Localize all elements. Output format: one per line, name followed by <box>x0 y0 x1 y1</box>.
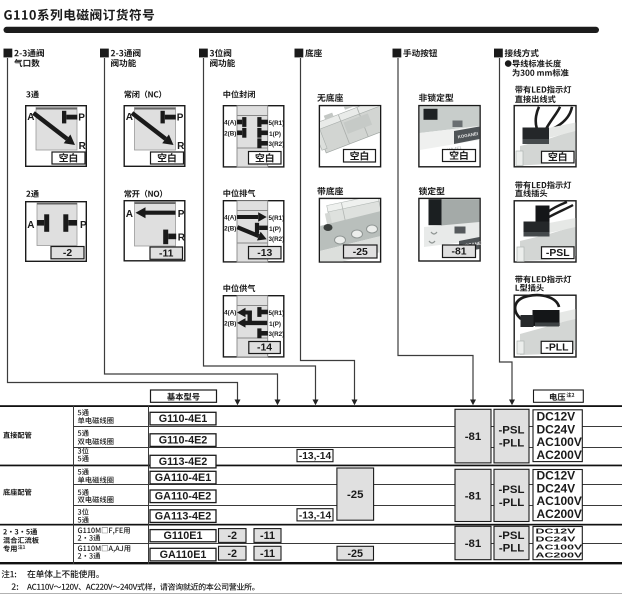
svg-text:AC100V: AC100V <box>537 435 582 449</box>
svg-text:4(A): 4(A) <box>224 120 236 127</box>
svg-text:-PSL: -PSL <box>546 248 570 259</box>
svg-text:-PLL: -PLL <box>545 343 569 354</box>
svg-text:GA110E1: GA110E1 <box>160 549 207 561</box>
svg-text:-81: -81 <box>451 247 466 258</box>
svg-text:1(P): 1(P) <box>269 131 281 138</box>
svg-text:-2: -2 <box>227 530 237 542</box>
svg-text:GA113-4E2: GA113-4E2 <box>155 511 211 523</box>
svg-text:DC12V: DC12V <box>537 409 576 423</box>
svg-text:A: A <box>27 220 34 231</box>
svg-text:G110-4E1: G110-4E1 <box>443 145 462 153</box>
svg-text:-81: -81 <box>465 490 482 502</box>
svg-text:5(R1): 5(R1) <box>269 310 285 317</box>
svg-text:R: R <box>178 232 186 243</box>
svg-text:P: P <box>80 220 87 231</box>
svg-text:-13: -13 <box>257 248 272 259</box>
svg-text:-11: -11 <box>159 249 174 260</box>
svg-text:R: R <box>177 141 185 152</box>
svg-text:-PLL: -PLL <box>499 542 524 554</box>
svg-text:2(B): 2(B) <box>224 320 236 327</box>
svg-text:-13,-14: -13,-14 <box>299 510 332 521</box>
svg-text:-2: -2 <box>227 548 237 560</box>
svg-text:-PSL: -PSL <box>499 425 525 437</box>
svg-text:-PLL: -PLL <box>499 438 524 450</box>
svg-text:P: P <box>178 209 185 220</box>
svg-text:P: P <box>78 113 85 124</box>
svg-text:3(R2): 3(R2) <box>269 141 285 148</box>
svg-text:G110-4E1: G110-4E1 <box>159 413 208 425</box>
svg-text:4(A): 4(A) <box>224 310 236 317</box>
svg-text:5(R1): 5(R1) <box>269 215 285 222</box>
svg-text:G110-4E2: G110-4E2 <box>159 435 208 447</box>
svg-text:A: A <box>126 209 133 220</box>
svg-text:A: A <box>126 112 133 123</box>
svg-text:R: R <box>79 141 87 152</box>
svg-text:-14: -14 <box>257 343 272 354</box>
svg-text:-25: -25 <box>353 247 368 258</box>
svg-text:1(P): 1(P) <box>269 226 281 233</box>
svg-text:-2: -2 <box>63 248 72 259</box>
svg-text:-13,-14: -13,-14 <box>299 451 332 462</box>
svg-text:-25: -25 <box>347 489 364 501</box>
svg-text:1(P): 1(P) <box>269 321 281 328</box>
svg-text:GA110-4E2: GA110-4E2 <box>155 491 211 503</box>
svg-text:3(R2): 3(R2) <box>269 331 285 338</box>
svg-text:-81: -81 <box>465 538 482 550</box>
svg-text:-25: -25 <box>347 548 363 560</box>
svg-text:G110E1: G110E1 <box>163 530 202 542</box>
svg-text:DC24V: DC24V <box>537 422 576 436</box>
svg-text:-PSL: -PSL <box>499 530 525 542</box>
svg-text:2(B): 2(B) <box>224 130 236 137</box>
svg-text:DC12V: DC12V <box>537 469 576 483</box>
svg-text:3(R2): 3(R2) <box>269 236 285 243</box>
svg-text:AC200V: AC200V <box>537 507 582 521</box>
svg-text:AC100V: AC100V <box>536 544 583 552</box>
svg-text:P: P <box>177 113 184 124</box>
svg-text:-11: -11 <box>260 530 275 542</box>
svg-text:G113-4E2: G113-4E2 <box>159 456 208 468</box>
svg-text:AC100V: AC100V <box>537 494 582 508</box>
svg-text:-PSL: -PSL <box>499 484 525 496</box>
svg-text:GA110-4E1: GA110-4E1 <box>155 472 211 484</box>
svg-text:DC12V: DC12V <box>536 528 576 536</box>
svg-text:-81: -81 <box>465 431 482 443</box>
svg-text:A: A <box>27 112 34 123</box>
svg-text:AC200V: AC200V <box>537 448 582 462</box>
svg-text:-11: -11 <box>260 548 275 560</box>
svg-text:DC24V: DC24V <box>537 481 576 495</box>
svg-text:2(B): 2(B) <box>224 225 236 232</box>
svg-text:KOGANEI: KOGANEI <box>457 131 478 139</box>
svg-text:5(R1): 5(R1) <box>269 120 285 127</box>
svg-text:DC24V: DC24V <box>536 536 576 544</box>
svg-text:4(A): 4(A) <box>224 215 236 222</box>
svg-text:-PLL: -PLL <box>499 497 524 509</box>
svg-text:AC200V: AC200V <box>536 552 583 560</box>
